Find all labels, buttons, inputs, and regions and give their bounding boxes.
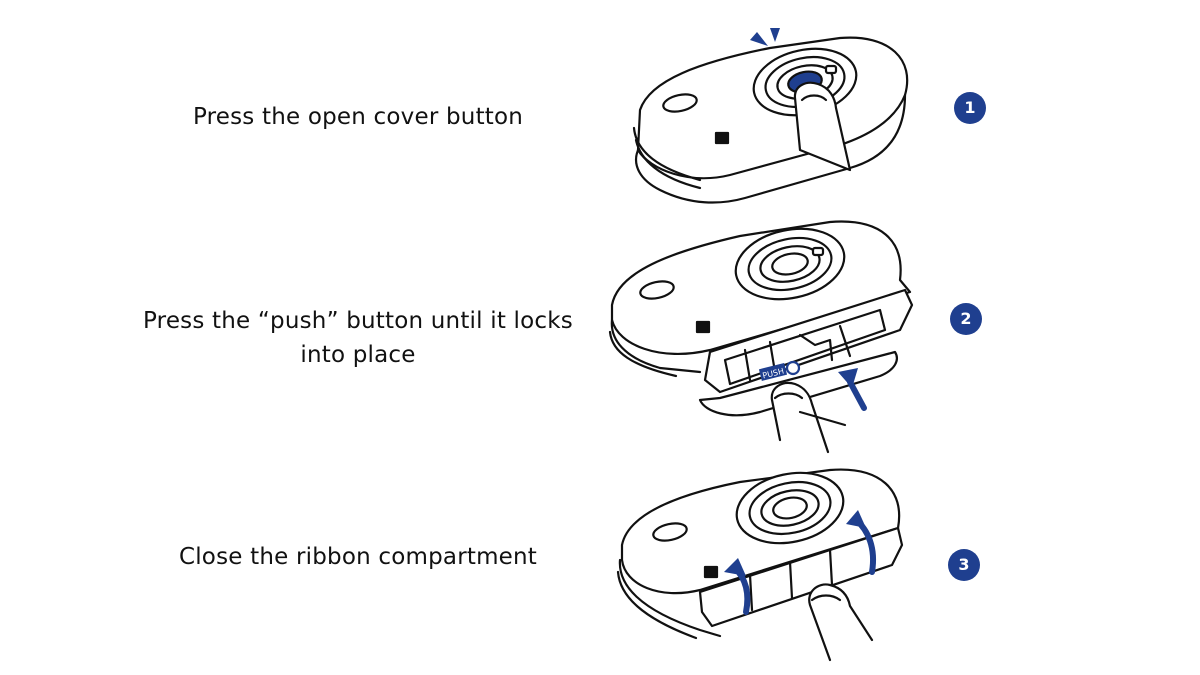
step-2-text: Press the “push” button until it locks i… — [143, 308, 573, 368]
brand-logo-icon — [714, 131, 730, 145]
printer-illustration-step-3 — [616, 468, 904, 662]
step-1-badge: 1 — [954, 92, 986, 124]
brand-logo-icon-2 — [695, 320, 711, 334]
step-3-text: Close the ribbon compartment — [178, 544, 538, 570]
close-arrow-icon-left — [724, 558, 746, 576]
step-1-text: Press the open cover button — [192, 104, 524, 130]
finger-icon-2 — [770, 381, 830, 454]
printer-illustration-step-2: PUSH — [608, 220, 914, 454]
step-2-badge: 2 — [950, 303, 982, 335]
brand-logo-icon-3 — [703, 565, 719, 579]
push-arrow-icon — [838, 368, 858, 388]
step-3-badge: 3 — [948, 549, 980, 581]
finger-icon — [793, 81, 852, 172]
close-arrow-icon-right — [846, 510, 866, 528]
printer-illustration-step-1 — [632, 28, 909, 204]
press-indicator-icon — [750, 32, 768, 46]
finger-icon-3 — [808, 583, 874, 662]
